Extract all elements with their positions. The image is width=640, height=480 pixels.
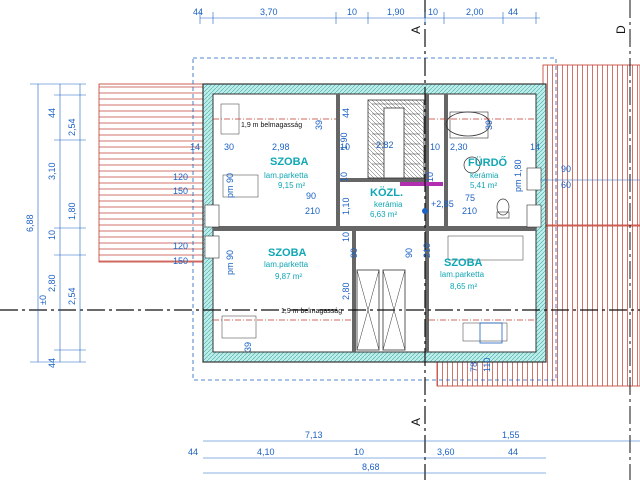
top-dim-2: 3,70 xyxy=(260,7,278,17)
left-dim-7: 2,54 xyxy=(67,287,77,305)
inner-dimensions: 14 30 2,98 10 10 2,30 14 2,82 39 44 39 1… xyxy=(173,108,571,372)
inner-dim-5: 10 xyxy=(430,142,440,152)
pm-2: pm 90 xyxy=(225,250,235,275)
vert-190: 1,90 xyxy=(339,132,349,150)
mid-dim-3: 10 xyxy=(341,232,351,242)
right-dim-2: 60 xyxy=(561,180,571,190)
section-markers: A A D xyxy=(409,25,628,426)
room-4-name: SZOBA xyxy=(268,247,307,259)
ceiling-lines xyxy=(213,118,536,321)
inner-dim-4: 10 xyxy=(340,142,350,152)
pm-1: pm 90 xyxy=(225,173,235,198)
room-5-floor: lam.parketta xyxy=(440,270,485,279)
bottom-dim-6: 3,60 xyxy=(437,447,455,457)
left-dim-total: 6,88 xyxy=(25,214,35,232)
section-mark-bottom: A xyxy=(409,418,423,426)
room-3-name: FÜRDŐ xyxy=(468,156,508,169)
room-2-name: KÖZL. xyxy=(370,186,403,199)
stair-dim: 2,82 xyxy=(376,140,394,150)
inner-dim-6: 2,30 xyxy=(450,142,468,152)
win-dim-2: 150 xyxy=(173,186,188,196)
left-dimensions: 6,88 44 2,54 3,10 1,80 10 2,80 2,54 44 ±… xyxy=(25,108,77,368)
room-5-name: SZOBA xyxy=(444,257,483,269)
ceiling-note-top: 1,9 m belmagasság xyxy=(241,122,302,129)
room-4-area: 9,87 m² xyxy=(275,272,302,281)
room-labels: SZOBA lam.parketta 9,15 m² KÖZL. kerámia… xyxy=(264,156,508,291)
room-2-floor: kerámia xyxy=(374,200,403,209)
left-dim-6: 2,80 xyxy=(47,274,57,292)
win-dim-3: 120 xyxy=(173,241,188,251)
mid-dim-2: 1,10 xyxy=(341,197,351,215)
ceiling-note-bottom: 1,9 m belmagasság xyxy=(281,308,342,315)
inner-dim-3: 2,98 xyxy=(272,142,290,152)
top-dim-5: 10 xyxy=(428,7,438,17)
level-mark: +2,85 xyxy=(431,199,454,209)
win-dim-1: 120 xyxy=(173,172,188,182)
room-1-area: 9,15 m² xyxy=(278,181,305,190)
annotations: 1,9 m belmagasság 1,9 m belmagasság +2,8… xyxy=(241,122,454,315)
left-dim-2: 2,54 xyxy=(67,118,77,136)
mid-dim-5: 10 xyxy=(425,172,435,182)
mid-dim-4: 2,80 xyxy=(341,282,351,300)
right-dim-1: 90 xyxy=(561,164,571,174)
left-dim-8: 44 xyxy=(47,358,57,368)
bottom-dim-total: 8,68 xyxy=(362,462,380,472)
bathroom-fixtures xyxy=(445,111,510,219)
bottom-dim-7: 44 xyxy=(508,447,518,457)
room-3-area: 5,41 m² xyxy=(470,181,497,190)
door-7: 210 xyxy=(422,243,432,258)
staircase xyxy=(367,99,443,186)
top-dim-4: 1,90 xyxy=(387,7,405,17)
section-mark-top: A xyxy=(409,26,423,34)
bottom-dim-5: 10 xyxy=(354,447,364,457)
furniture xyxy=(220,103,524,344)
inner-dim-1: 14 xyxy=(190,142,200,152)
section-mark-d: D xyxy=(614,25,628,34)
bottom-small-2: 78 xyxy=(469,362,479,372)
top-dim-3: 10 xyxy=(347,7,357,17)
room-3-floor: kerámia xyxy=(470,171,499,180)
door-3: 75 xyxy=(465,193,475,203)
top-dimensions: 44 3,70 10 1,90 10 2,00 44 xyxy=(193,7,518,17)
inner-small-2: 44 xyxy=(341,108,351,118)
win-dim-4: 150 xyxy=(173,256,188,266)
mid-dim-1: 10 xyxy=(339,172,349,182)
door-6: 90 xyxy=(404,248,414,258)
level-marker-icon xyxy=(422,208,428,214)
bottom-small-3: 110 xyxy=(482,358,492,372)
door-5: 90 xyxy=(349,248,359,258)
top-dim-6: 2,00 xyxy=(466,7,484,17)
top-dim-7: 44 xyxy=(508,7,518,17)
bottom-dim-4: 4,10 xyxy=(257,447,275,457)
room-1-name: SZOBA xyxy=(270,156,309,168)
bottom-dimensions: 7,13 1,55 44 4,10 10 3,60 44 8,68 xyxy=(188,430,520,472)
pm-3: pm 1,80 xyxy=(513,159,523,192)
door-2: 210 xyxy=(305,206,320,216)
inner-small-1: 39 xyxy=(314,120,324,130)
left-dim-1: 44 xyxy=(47,108,57,118)
bottom-dim-3: 44 xyxy=(188,447,198,457)
inner-dim-2: 30 xyxy=(224,142,234,152)
inner-small-3: 39 xyxy=(484,120,494,130)
room-5-area: 8,65 m² xyxy=(450,282,477,291)
door-1: 90 xyxy=(306,191,316,201)
inner-dim-7: 14 xyxy=(530,142,540,152)
bottom-dim-1: 7,13 xyxy=(305,430,323,440)
room-2-area: 6,63 m² xyxy=(370,210,397,219)
left-dim-3: 3,10 xyxy=(47,162,57,180)
left-dim-5: 10 xyxy=(47,230,57,240)
bottom-dim-2: 1,55 xyxy=(502,430,520,440)
bottom-small-1: 39 xyxy=(243,342,253,352)
room-4-floor: lam.parketta xyxy=(264,260,309,269)
door-4: 210 xyxy=(462,206,477,216)
room-1-floor: lam.parketta xyxy=(264,171,309,180)
dimension-lines xyxy=(30,12,640,474)
left-dim-4: 1,80 xyxy=(67,202,77,220)
level-zero-mark: ±0 xyxy=(38,295,48,305)
top-dim-1: 44 xyxy=(193,7,203,17)
